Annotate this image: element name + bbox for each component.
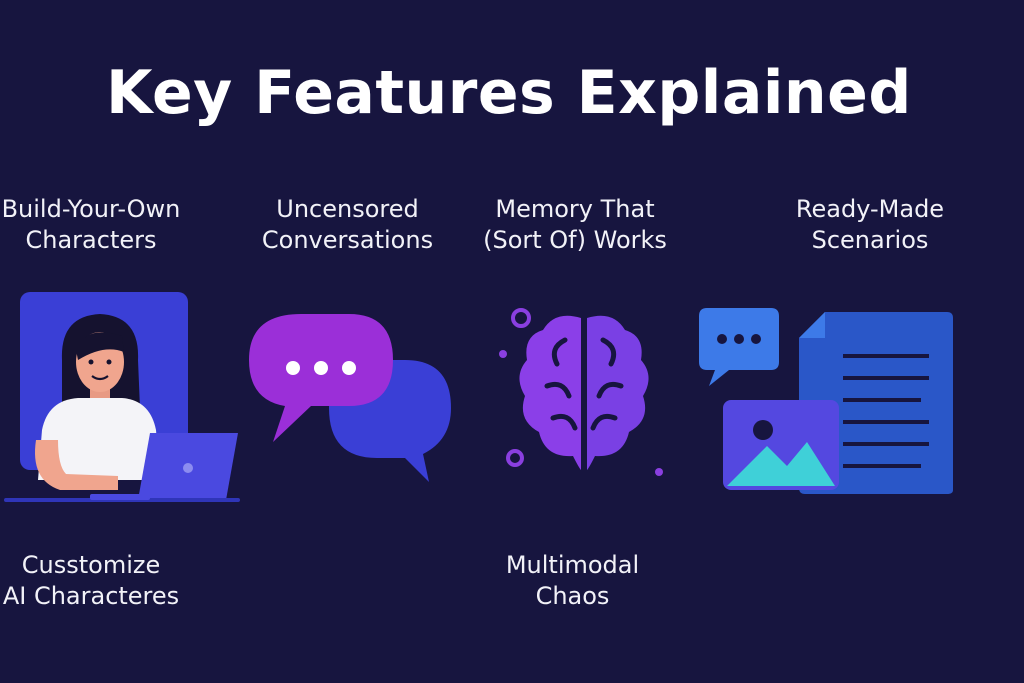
person-at-laptop-icon [4,292,240,502]
feature-label-build-your-own: Build-Your-Own Characters [1,195,181,254]
brain-icon [499,308,663,476]
document-image-icon [699,308,953,494]
feature-label-uncensored: Uncensored Conversations [261,195,434,254]
caption-multimodal: Multimodal Chaos [505,551,640,610]
page-title: Key Features Explained [106,58,912,128]
chat-bubbles-icon [249,314,451,482]
caption-customize: Cusstomize AI Characteres [2,551,180,610]
feature-label-ready-made: Ready-Made Scenarios [795,195,945,254]
feature-label-memory: Memory That (Sort Of) Works [483,195,667,254]
